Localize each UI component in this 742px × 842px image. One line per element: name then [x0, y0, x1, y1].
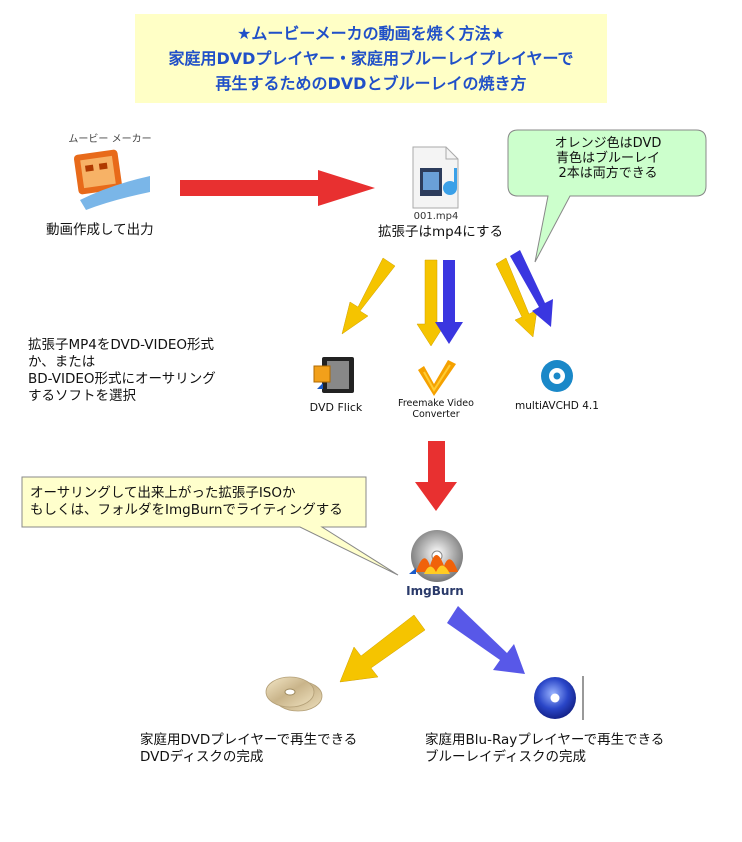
movie-maker-logo-text: ムービー メーカー: [68, 134, 152, 145]
video-file-icon: [412, 146, 459, 209]
orange-arrow-to-multiavchd: [495, 257, 538, 338]
dvd-result: 家庭用DVDプレイヤーで再生できる DVDディスクの完成: [140, 732, 357, 766]
mp4-caption: 拡張子はmp4にする: [378, 224, 503, 240]
orange-arrow-to-dvd-result: [339, 614, 426, 683]
legend-callout: オレンジ色はDVD 青色はブルーレイ 2本は両方できる: [518, 136, 698, 181]
blue-arrow-to-multiavchd: [510, 250, 553, 327]
authoring-line-2: か、または: [28, 354, 96, 370]
legend-callout-shape: [507, 129, 707, 263]
title-line-3: 再生するためのDVDとブルーレイの焼き方: [215, 74, 527, 93]
dvd-result-line-2: DVDディスクの完成: [140, 749, 264, 765]
dvd-result-line-1: 家庭用DVDプレイヤーで再生できる: [140, 732, 358, 748]
freemake-label-line-2: Converter: [412, 409, 460, 420]
dvd-flick-label: DVD Flick: [309, 401, 363, 414]
bluray-result-line-1: 家庭用Blu-Rayプレイヤーで再生できる: [425, 732, 665, 748]
imgburn-callout-line-1: オーサリングして出来上がった拡張子ISOか: [30, 485, 296, 501]
freemake-label: Freemake Video Converter: [396, 398, 476, 420]
authoring-note: 拡張子MP4をDVD-VIDEO形式 か、または BD-VIDEO形式にオーサリ…: [28, 337, 216, 405]
dvd-flick-icon: [313, 357, 354, 393]
movie-maker-caption: 動画作成して出力: [46, 222, 154, 238]
imgburn-callout-shape: [21, 476, 399, 576]
title-line-2: 家庭用DVDプレイヤー・家庭用ブルーレイプレイヤーで: [168, 49, 574, 68]
title-line-1: ★ムービーメーカの動画を焼く方法★: [236, 24, 506, 43]
bluray-disc-icon: [534, 676, 584, 720]
blue-arrow-to-bluray-result: [447, 606, 525, 674]
legend-line-2: 青色はブルーレイ: [555, 151, 660, 166]
movie-maker-icon: [73, 149, 150, 210]
bluray-result-line-2: ブルーレイディスクの完成: [425, 749, 587, 765]
dvd-disc-icon: [265, 676, 323, 712]
authoring-line-4: するソフトを選択: [28, 388, 136, 404]
imgburn-icon: [409, 530, 463, 582]
authoring-line-3: BD-VIDEO形式にオーサリング: [28, 371, 216, 387]
mp4-filename: 001.mp4: [413, 211, 459, 222]
blue-arrow-to-freemake: [435, 260, 463, 344]
multiavchd-label: multiAVCHD 4.1: [515, 400, 599, 412]
imgburn-callout: オーサリングして出来上がった拡張子ISOか もしくは、フォルダをImgBurnで…: [30, 485, 343, 519]
orange-arrow-to-freemake: [416, 259, 446, 347]
orange-arrow-to-dvd-flick: [341, 257, 396, 335]
red-arrow-to-imgburn: [415, 441, 457, 511]
bluray-result: 家庭用Blu-Rayプレイヤーで再生できる ブルーレイディスクの完成: [425, 732, 664, 766]
legend-line-1: オレンジ色はDVD: [554, 136, 662, 151]
legend-line-3: 2本は両方できる: [558, 166, 658, 181]
title-banner: ★ムービーメーカの動画を焼く方法★ 家庭用DVDプレイヤー・家庭用ブルーレイプレ…: [135, 14, 607, 103]
multiavchd-icon: [538, 357, 576, 395]
red-arrow-to-mp4: [180, 170, 375, 206]
freemake-icon: [418, 360, 456, 396]
imgburn-callout-line-2: もしくは、フォルダをImgBurnでライティングする: [30, 502, 343, 518]
freemake-label-line-1: Freemake Video: [398, 398, 474, 409]
authoring-line-1: 拡張子MP4をDVD-VIDEO形式: [28, 337, 215, 353]
imgburn-label: ImgBurn: [406, 584, 464, 598]
